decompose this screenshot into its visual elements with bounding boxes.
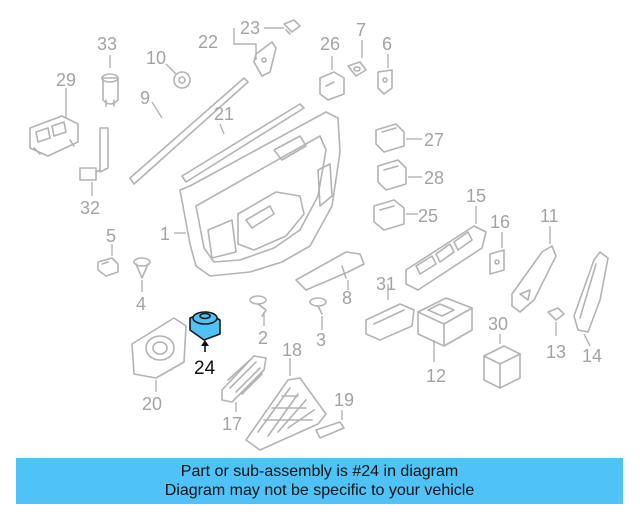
banner-line-part: Part or sub-assembly is #24 in diagram [180, 463, 459, 480]
callout-21: 21 [214, 104, 234, 124]
part-14-drawing [573, 251, 609, 333]
callout-8: 8 [342, 288, 352, 308]
part-3-drawing [309, 297, 327, 315]
part-18-drawing [245, 377, 327, 451]
callout-26: 26 [320, 34, 340, 54]
callout-29: 29 [56, 70, 76, 90]
part-31-drawing [365, 303, 415, 341]
callout-3: 3 [316, 330, 326, 350]
callout-32: 32 [80, 198, 100, 218]
callout-20: 20 [142, 394, 162, 414]
part-4-drawing [133, 257, 151, 279]
callout-6: 6 [382, 34, 392, 54]
callout-16: 16 [490, 212, 510, 232]
callout-1: 1 [160, 224, 170, 244]
callout-2: 2 [258, 328, 268, 348]
callout-19: 19 [334, 390, 354, 410]
part-23-drawing [283, 19, 301, 35]
part-30-drawing [483, 345, 521, 389]
callout-9: 9 [140, 88, 150, 108]
part-33-drawing [101, 73, 119, 107]
callout-22: 22 [198, 32, 218, 52]
callout-7: 7 [356, 20, 366, 40]
callout-23: 23 [240, 18, 260, 38]
callout-17: 17 [222, 414, 242, 434]
part-16-drawing [489, 249, 505, 275]
callout-28: 28 [424, 168, 444, 188]
part-24-drawing [189, 311, 221, 341]
part-13-drawing [547, 307, 565, 321]
part-15-drawing [405, 225, 487, 291]
part-9-drawing [129, 77, 249, 185]
callout-15: 15 [466, 186, 486, 206]
part-26-drawing [319, 71, 345, 101]
part-12-drawing [417, 297, 473, 347]
part-5-drawing [97, 257, 119, 277]
part-17-drawing [221, 355, 267, 403]
part-25-drawing [373, 199, 405, 231]
part-8-drawing [295, 251, 365, 291]
part-1-drawing [179, 111, 341, 277]
callout-13: 13 [546, 342, 566, 362]
part-19-drawing [315, 421, 345, 439]
callout-33: 33 [97, 34, 117, 54]
callout-4: 4 [136, 294, 146, 314]
part-6-drawing [377, 69, 393, 95]
callout-11: 11 [540, 206, 559, 226]
callout-18: 18 [282, 340, 302, 360]
part-10-drawing [173, 71, 191, 89]
part-7-drawing [347, 61, 367, 77]
callout-10: 10 [146, 48, 166, 68]
part-29-drawing [29, 115, 79, 157]
part-32-drawing [79, 127, 109, 181]
part-28-drawing [377, 159, 407, 191]
callout-31: 31 [376, 274, 396, 294]
banner-line-disclaimer: Diagram may not be specific to your vehi… [164, 482, 475, 499]
part-21-drawing [181, 103, 305, 183]
callout-12: 12 [426, 366, 446, 386]
part-11-drawing [511, 245, 557, 313]
callout-27: 27 [424, 130, 444, 150]
part-27-drawing [375, 123, 405, 153]
part-20-drawing [131, 317, 187, 379]
callout-30: 30 [488, 314, 508, 334]
callout-25: 25 [418, 206, 438, 226]
callout-14: 14 [582, 346, 602, 366]
part-22-drawing [253, 41, 277, 77]
info-banner: Part or sub-assembly is #24 in diagram D… [16, 458, 623, 504]
callout-24: 24 [194, 358, 216, 379]
callout-5: 5 [106, 226, 116, 246]
